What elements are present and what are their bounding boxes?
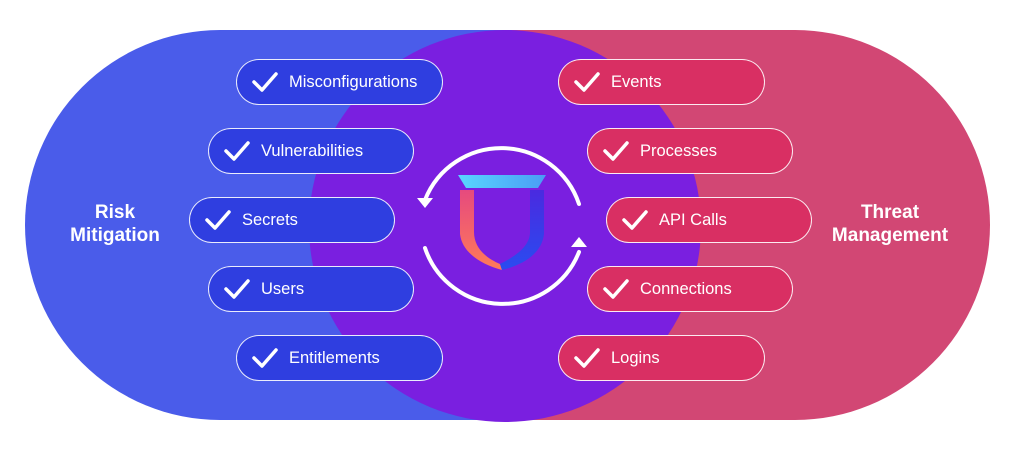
check-icon [622, 210, 648, 230]
item-label: Logins [611, 348, 660, 367]
item-label: API Calls [659, 210, 727, 229]
risk-item-misconfigurations: Misconfigurations [236, 59, 443, 105]
threat-item-api-calls: API Calls [606, 197, 812, 243]
risk-item-entitlements: Entitlements [236, 335, 443, 381]
risk-mitigation-title: Risk Mitigation [70, 202, 160, 246]
item-label: Misconfigurations [289, 72, 418, 91]
cycle-arrows-icon [423, 146, 581, 306]
item-label: Secrets [242, 210, 298, 229]
risk-item-secrets: Secrets [189, 197, 395, 243]
threat-management-title: Threat Management [831, 202, 949, 246]
threat-item-connections: Connections [587, 266, 793, 312]
check-icon [603, 141, 629, 161]
item-label: Processes [640, 141, 718, 160]
check-icon [252, 72, 278, 92]
check-icon [224, 279, 250, 299]
threat-item-events: Events [558, 59, 765, 105]
check-icon [603, 279, 629, 299]
item-label: Entitlements [289, 348, 380, 367]
risk-item-vulnerabilities: Vulnerabilities [208, 128, 414, 174]
item-label: Vulnerabilities [261, 141, 364, 160]
check-icon [574, 348, 600, 368]
shield-logo-icon [458, 175, 546, 270]
check-icon [205, 210, 231, 230]
check-icon [252, 348, 278, 368]
threat-item-logins: Logins [558, 335, 765, 381]
item-label: Events [611, 72, 662, 91]
threat-item-processes: Processes [587, 128, 793, 174]
check-icon [224, 141, 250, 161]
risk-item-users: Users [208, 266, 414, 312]
check-icon [574, 72, 600, 92]
item-label: Connections [640, 279, 732, 298]
item-label: Users [261, 279, 305, 298]
